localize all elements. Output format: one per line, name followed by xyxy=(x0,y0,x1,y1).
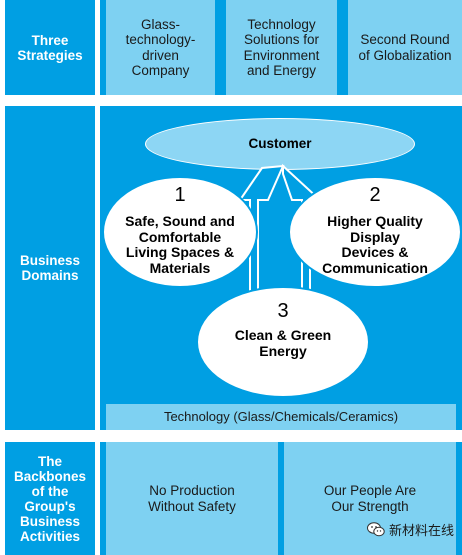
strategies-label-box xyxy=(5,0,95,95)
watermark: 新材料在线 xyxy=(366,520,454,539)
domain3-number: 3 xyxy=(277,300,289,322)
technology-bar: Technology (Glass/Chemicals/Ceramics) xyxy=(106,404,456,430)
domain2-ellipse xyxy=(288,176,462,288)
backbone-safety: No Production Without Safety xyxy=(106,442,278,555)
wechat-icon xyxy=(366,522,385,537)
backbone-people: Our People Are Our Strength xyxy=(284,442,456,555)
domain3-ellipse xyxy=(196,286,370,398)
domain2-text: Higher Quality Display Devices & Communi… xyxy=(322,213,428,276)
customer-label: Customer xyxy=(248,136,312,151)
domain3-text: Clean & Green Energy xyxy=(234,327,332,359)
strategies-label: Three Strategies xyxy=(17,32,83,63)
domain1-text: Safe, Sound and Comfortable Living Space… xyxy=(125,213,235,276)
domain1-ellipse xyxy=(102,176,258,288)
domains-label-box xyxy=(5,106,95,430)
customer-ellipse xyxy=(145,118,415,170)
backbones-label: The Backbones of the Group's Business Ac… xyxy=(13,453,87,544)
strategy-technology-solutions: Technology Solutions for Environment and… xyxy=(226,0,337,95)
domains-label: Business Domains xyxy=(19,253,81,283)
strategy-globalization: Second Round of Globalization xyxy=(348,0,462,95)
strategy-glass-technology: Glass- technology- driven Company xyxy=(106,0,215,95)
watermark-text: 新材料在线 xyxy=(388,523,454,538)
backbones-label-box xyxy=(5,442,95,555)
domain2-number: 2 xyxy=(369,184,381,206)
domain1-number: 1 xyxy=(174,184,186,206)
